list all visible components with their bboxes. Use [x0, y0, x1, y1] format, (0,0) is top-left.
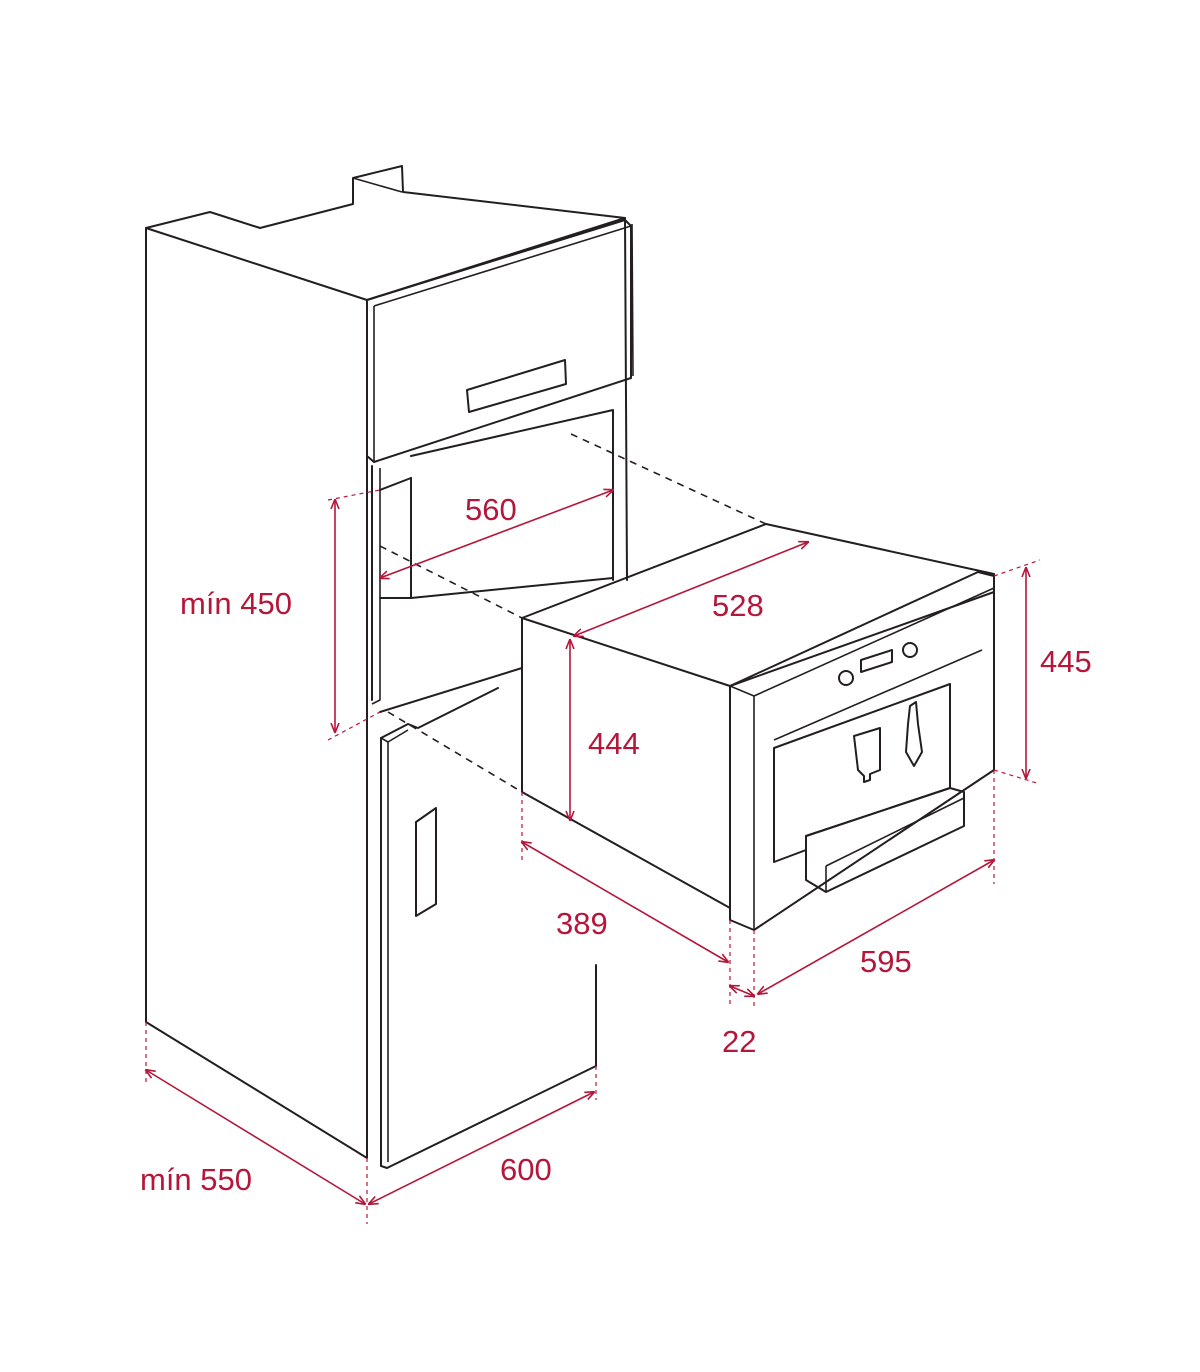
- cabinet-top: [145, 165, 626, 301]
- machine-drip-tray: [805, 787, 965, 893]
- dim-niche-width: [380, 490, 613, 578]
- label-front-width: 595: [860, 944, 912, 979]
- upper-door-handle: [466, 359, 567, 413]
- label-body-height: 444: [588, 726, 640, 761]
- label-front-thickness: 22: [722, 1024, 756, 1059]
- machine-right-knob-icon: [902, 642, 918, 658]
- machine-steam-wand: [905, 701, 923, 767]
- label-body-width: 528: [712, 588, 764, 623]
- projection-lines: [379, 433, 767, 793]
- machine-front-frame: [729, 571, 995, 931]
- dim-body-depth: [522, 842, 728, 962]
- cabinet-back-edge-inner: [631, 223, 634, 377]
- dim-front-thickness: [730, 986, 754, 996]
- machine-display: [860, 649, 893, 673]
- dim-cabinet-width: [369, 1092, 594, 1204]
- label-niche-width: 560: [465, 492, 517, 527]
- cabinet-side-panel: [145, 227, 368, 1159]
- lower-door-handle: [415, 807, 437, 917]
- dimension-labels: mín 450 560 528 444 445 389 22 595 mín 5…: [140, 492, 1092, 1197]
- machine-body: [521, 523, 995, 909]
- label-niche-height: mín 450: [180, 586, 292, 621]
- machine-coffee-spout: [853, 727, 881, 783]
- dim-cabinet-depth: [146, 1070, 365, 1204]
- tall-cabinet: [145, 165, 634, 1159]
- label-cabinet-width: 600: [500, 1152, 552, 1187]
- machine-left-knob-icon: [838, 670, 854, 686]
- dim-front-width: [758, 860, 994, 994]
- label-cabinet-depth: mín 550: [140, 1162, 252, 1197]
- upper-door: [366, 219, 632, 463]
- cabinet-back-edge: [624, 217, 628, 581]
- cabinet-top-notch: [352, 177, 403, 193]
- label-body-depth: 389: [556, 906, 608, 941]
- dimension-lines: [146, 490, 1041, 1224]
- label-front-height: 445: [1040, 644, 1092, 679]
- dim-body-width: [574, 542, 808, 636]
